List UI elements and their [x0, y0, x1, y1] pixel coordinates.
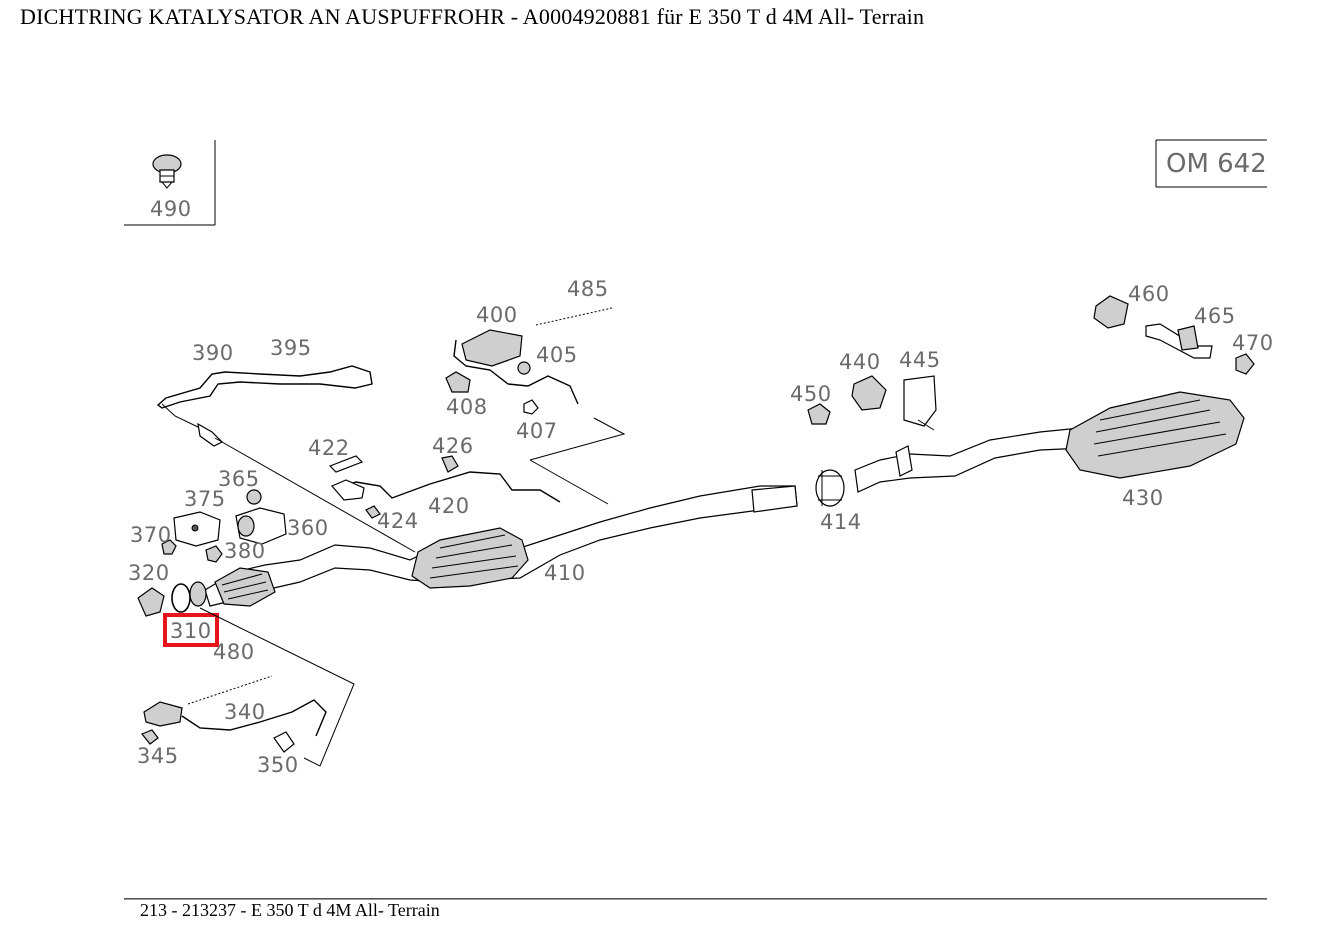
gasket-310-icon[interactable]: [171, 583, 191, 613]
label-410[interactable]: 410: [544, 561, 586, 585]
bracket-375-icon[interactable]: [173, 511, 221, 547]
connector-420-icon[interactable]: [331, 479, 365, 501]
flange-320-icon[interactable]: [137, 587, 165, 617]
label-405[interactable]: 405: [536, 343, 578, 367]
clip-424-icon[interactable]: [365, 505, 381, 519]
mount-360-icon[interactable]: [235, 507, 287, 545]
sensor-340-icon[interactable]: [143, 701, 183, 727]
sensor-lines-upper: [156, 365, 416, 553]
label-320[interactable]: 320: [128, 561, 170, 585]
inset-box-490: 490: [124, 140, 216, 226]
label-395[interactable]: 395: [270, 336, 312, 360]
clip-407-icon[interactable]: [523, 399, 539, 415]
label-375[interactable]: 375: [184, 487, 226, 511]
bolt-380-icon[interactable]: [205, 545, 223, 563]
clamp-near-gasket-icon[interactable]: [189, 581, 207, 607]
bracket-465-icon[interactable]: [1145, 323, 1213, 359]
label-470[interactable]: 470: [1232, 331, 1274, 355]
label-380[interactable]: 380: [224, 539, 266, 563]
label-365[interactable]: 365: [218, 467, 260, 491]
label-408[interactable]: 408: [446, 395, 488, 419]
label-414[interactable]: 414: [820, 510, 862, 534]
sensor-group-340: [141, 607, 355, 767]
label-420[interactable]: 420: [428, 494, 470, 518]
hanger-440-icon[interactable]: [851, 375, 887, 411]
sensor-group-400: [445, 307, 626, 505]
label-485[interactable]: 485: [567, 277, 609, 301]
clamp-414-icon[interactable]: [815, 469, 845, 507]
label-360[interactable]: 360: [287, 516, 329, 540]
label-407[interactable]: 407: [516, 419, 558, 443]
label-460[interactable]: 460: [1128, 282, 1170, 306]
label-310[interactable]: 310: [170, 619, 212, 643]
nut-470-icon[interactable]: [1235, 353, 1255, 375]
front-parts: [137, 489, 287, 647]
page-title: DICHTRING KATALYSATOR AN AUSPUFFROHR - A…: [20, 4, 925, 29]
line-group-420: [328, 455, 561, 519]
nut-345-icon[interactable]: [141, 729, 159, 745]
clip-408-icon[interactable]: [445, 371, 471, 393]
clip-490-icon[interactable]: [152, 154, 182, 189]
callout-labels: 485 400 405 408 407 390 395 422 426 424 …: [128, 277, 1274, 777]
highlight-box-310: [163, 613, 219, 647]
label-450[interactable]: 450: [790, 382, 832, 406]
label-345[interactable]: 345: [137, 744, 179, 768]
label-480[interactable]: 480: [213, 640, 255, 664]
label-440[interactable]: 440: [839, 350, 881, 374]
label-424[interactable]: 424: [377, 509, 419, 533]
page-footer: 213 - 213237 - E 350 T d 4M All- Terrain: [140, 900, 440, 920]
label-400[interactable]: 400: [476, 303, 518, 327]
label-426[interactable]: 426: [432, 434, 474, 458]
label-370[interactable]: 370: [130, 523, 172, 547]
footer-divider: [124, 898, 1267, 900]
hanger-460-icon[interactable]: [1093, 295, 1129, 329]
sensor-390-icon[interactable]: [197, 422, 224, 447]
clip-405-icon[interactable]: [517, 361, 531, 375]
label-390[interactable]: 390: [192, 341, 234, 365]
exhaust-pipe-assembly: [204, 391, 1245, 607]
label-422[interactable]: 422: [308, 436, 350, 460]
bracket-422-icon[interactable]: [328, 455, 364, 473]
label-340[interactable]: 340: [224, 700, 266, 724]
bracket-445-icon[interactable]: [903, 375, 937, 431]
label-430[interactable]: 430: [1122, 486, 1164, 510]
clip-350-icon[interactable]: [273, 731, 295, 753]
engine-code: OM 642: [1166, 149, 1267, 179]
sensor-400-icon[interactable]: [461, 329, 523, 367]
label-465[interactable]: 465: [1194, 304, 1236, 328]
screw-365-icon[interactable]: [246, 489, 262, 505]
label-490[interactable]: 490: [150, 197, 192, 221]
label-445[interactable]: 445: [899, 348, 941, 372]
label-350[interactable]: 350: [257, 753, 299, 777]
engine-code-box: OM 642: [1155, 139, 1267, 188]
clip-426-icon[interactable]: [441, 455, 459, 473]
bolt-450-icon[interactable]: [807, 403, 831, 425]
rear-hangers: [807, 295, 1255, 431]
nut-370-icon[interactable]: [161, 539, 177, 555]
